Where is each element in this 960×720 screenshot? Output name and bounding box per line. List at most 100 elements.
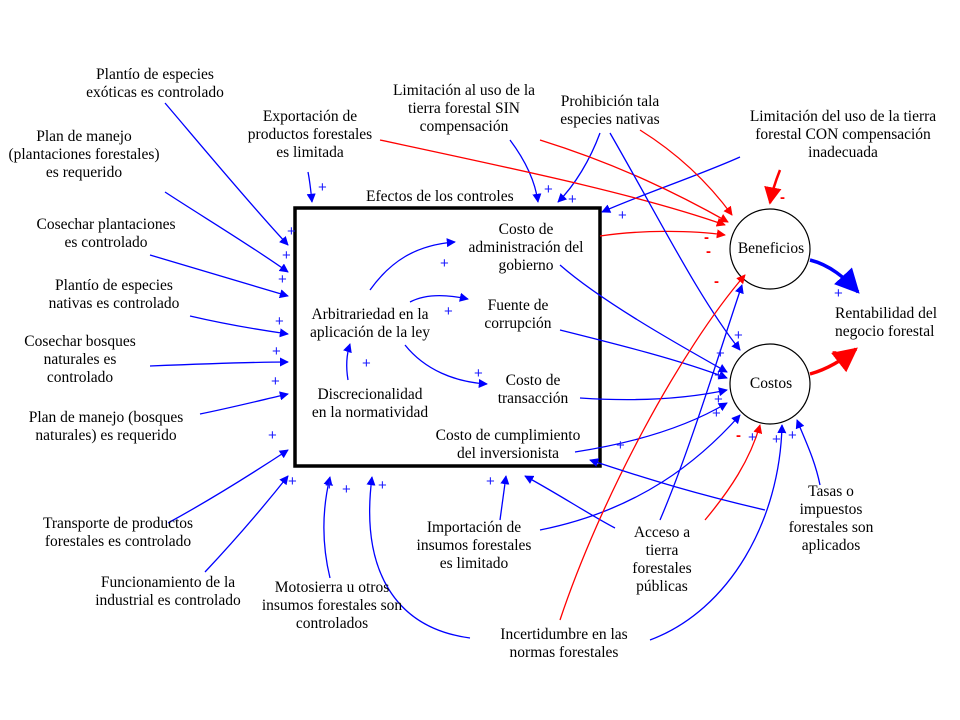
arrow-beneficios-rentabilidad [809,258,860,294]
limitacion-con-label: Limitación del uso de la tierra forestal… [749,108,937,161]
sign-plus: + [714,367,723,384]
prohibicion-tala-label: Prohibición tala especies nativas [560,93,660,128]
importacion-label: Importación de insumos forestales es lim… [416,519,532,572]
sign-plus: + [282,247,291,264]
sign-plus: + [272,343,281,360]
costo-admin-label: Costo de administración del gobierno [468,221,584,274]
motosierra-label: Motosierra u otros insumos forestales so… [261,579,403,632]
sign-plus: + [440,255,449,272]
box-title: Efectos de los controles [366,188,514,205]
arrow-costo-admin-costos [559,264,728,373]
cosechar-plantaciones-label: Cosechar plantaciones es controlado [36,216,176,251]
plantio-nativas-label: Plantío de especies nativas es controlad… [48,277,180,312]
sign-plus: + [834,285,843,302]
sign-minus: - [736,427,741,444]
sign-minus: - [780,189,785,206]
arrow-costo-admin-beneficios [599,229,726,239]
costos-node [729,343,811,425]
plan-bosques-label: Plan de manejo (bosques naturales) es re… [28,409,184,444]
sign-plus: + [378,477,387,494]
sign-plus: + [616,437,625,454]
controls-effects-box [293,206,602,468]
plantio-exoticas-label: Plantío de especies exóticas es controla… [86,66,224,101]
arrow-acceso-beneficios [659,284,744,521]
arrow-acceso-box [524,475,616,529]
arrow-exportacion [306,171,316,203]
arrow-limitacion-con-box [601,156,741,213]
costo-transaccion-label: Costo de transacción [497,372,569,407]
sign-plus: + [772,431,781,448]
arrow-plantio-exoticas [164,102,289,246]
arrow-importacion-box [499,475,510,521]
arrow-incertidumbre-beneficios [559,274,746,621]
arrow-motosierra [323,476,333,579]
cosechar-bosques-label: Cosechar bosques naturales es controlado [24,333,136,386]
plan-plantaciones-label: Plan de manejo (plantaciones forestales)… [8,128,160,181]
arrow-prohibicion-box [557,132,601,203]
arrow-exportacion-beneficios [379,139,726,227]
tasas-label: Tasas o impuestos forestales son aplicad… [788,483,874,554]
sign-plus: + [271,373,280,390]
arrow-prohibicion-costos [609,132,741,351]
sign-plus: + [318,179,327,196]
sign-minus: - [706,243,711,260]
arrow-transaccion-costos [579,387,728,401]
arrow-plantio-nativas [189,315,289,338]
arrow-incertidumbre-costos [649,424,787,641]
arrow-incertidumbre-box [366,476,471,639]
arrow-arbitrariedad-costo-admin [369,238,456,291]
sign-plus: + [362,355,371,372]
fuente-corrupcion-label: Fuente de corrupción [484,297,552,332]
sign-plus: + [748,429,757,446]
arrow-cosechar-plantaciones [149,254,289,299]
limitacion-sin-label: Limitación al uso de la tierra forestal … [392,82,536,135]
sign-minus: - [832,343,837,360]
rentabilidad-label: Rentabilidad del negocio forestal [835,305,938,340]
arrow-plan-bosques [199,391,289,415]
arrow-transporte [167,449,289,524]
arrow-tasas-box [589,458,766,511]
arrow-tasas-costos [795,419,821,486]
sign-plus: + [714,391,723,408]
sign-plus: + [278,271,287,288]
exportacion-label: Exportación de productos forestales es l… [247,108,373,161]
sign-plus: + [788,427,797,444]
arrow-limitacion-sin-box [509,139,542,203]
sign-plus: + [287,223,296,240]
sign-plus: + [444,303,453,320]
incertidumbre-label: Incertidumbre en las normas forestales [500,626,628,661]
funcionamiento-label: Funcionamiento de la industrial es contr… [95,574,241,609]
costo-cumplimiento-label: Costo de cumplimiento del inversionista [435,427,581,462]
sign-plus: + [325,477,334,494]
arrow-arbitrariedad-transaccion [404,344,488,389]
discrecionalidad-label: Discrecionalidad en la normatividad [311,386,429,421]
arrow-cumplimiento-costos [574,402,728,453]
sign-plus: + [275,313,284,330]
sign-plus: + [716,345,725,362]
arrow-importacion-costos [539,414,741,531]
costos-label: Costos [749,375,793,392]
sign-plus: + [342,481,351,498]
beneficios-label: Beneficios [737,240,805,257]
arrow-funcionamiento [204,475,289,573]
beneficios-node [729,208,811,290]
sign-plus: + [474,365,483,382]
sign-plus: + [712,405,721,422]
arrow-limitacion-sin-beneficios [539,139,729,223]
sign-minus: - [704,229,709,246]
transporte-label: Transporte de productos forestales es co… [42,515,194,550]
arrow-limitacion-con-beneficios [764,169,782,205]
sign-plus: + [734,327,743,344]
arrow-costos-rentabilidad [809,347,858,376]
sign-plus: + [618,207,627,224]
arbitrariedad-label: Arbitrariedad en la aplicación de la ley [309,306,431,341]
arrow-plan-plantaciones [164,191,289,273]
arrow-cosechar-bosques [149,357,289,367]
arrow-acceso-costos [704,424,763,521]
arrow-prohibicion-beneficios [639,129,733,216]
arrow-arbitrariedad-corrupcion [409,292,469,303]
sign-plus: + [568,191,577,208]
sign-plus: + [288,473,297,490]
acceso-tierra-label: Acceso a tierra forestales públicas [632,524,692,595]
